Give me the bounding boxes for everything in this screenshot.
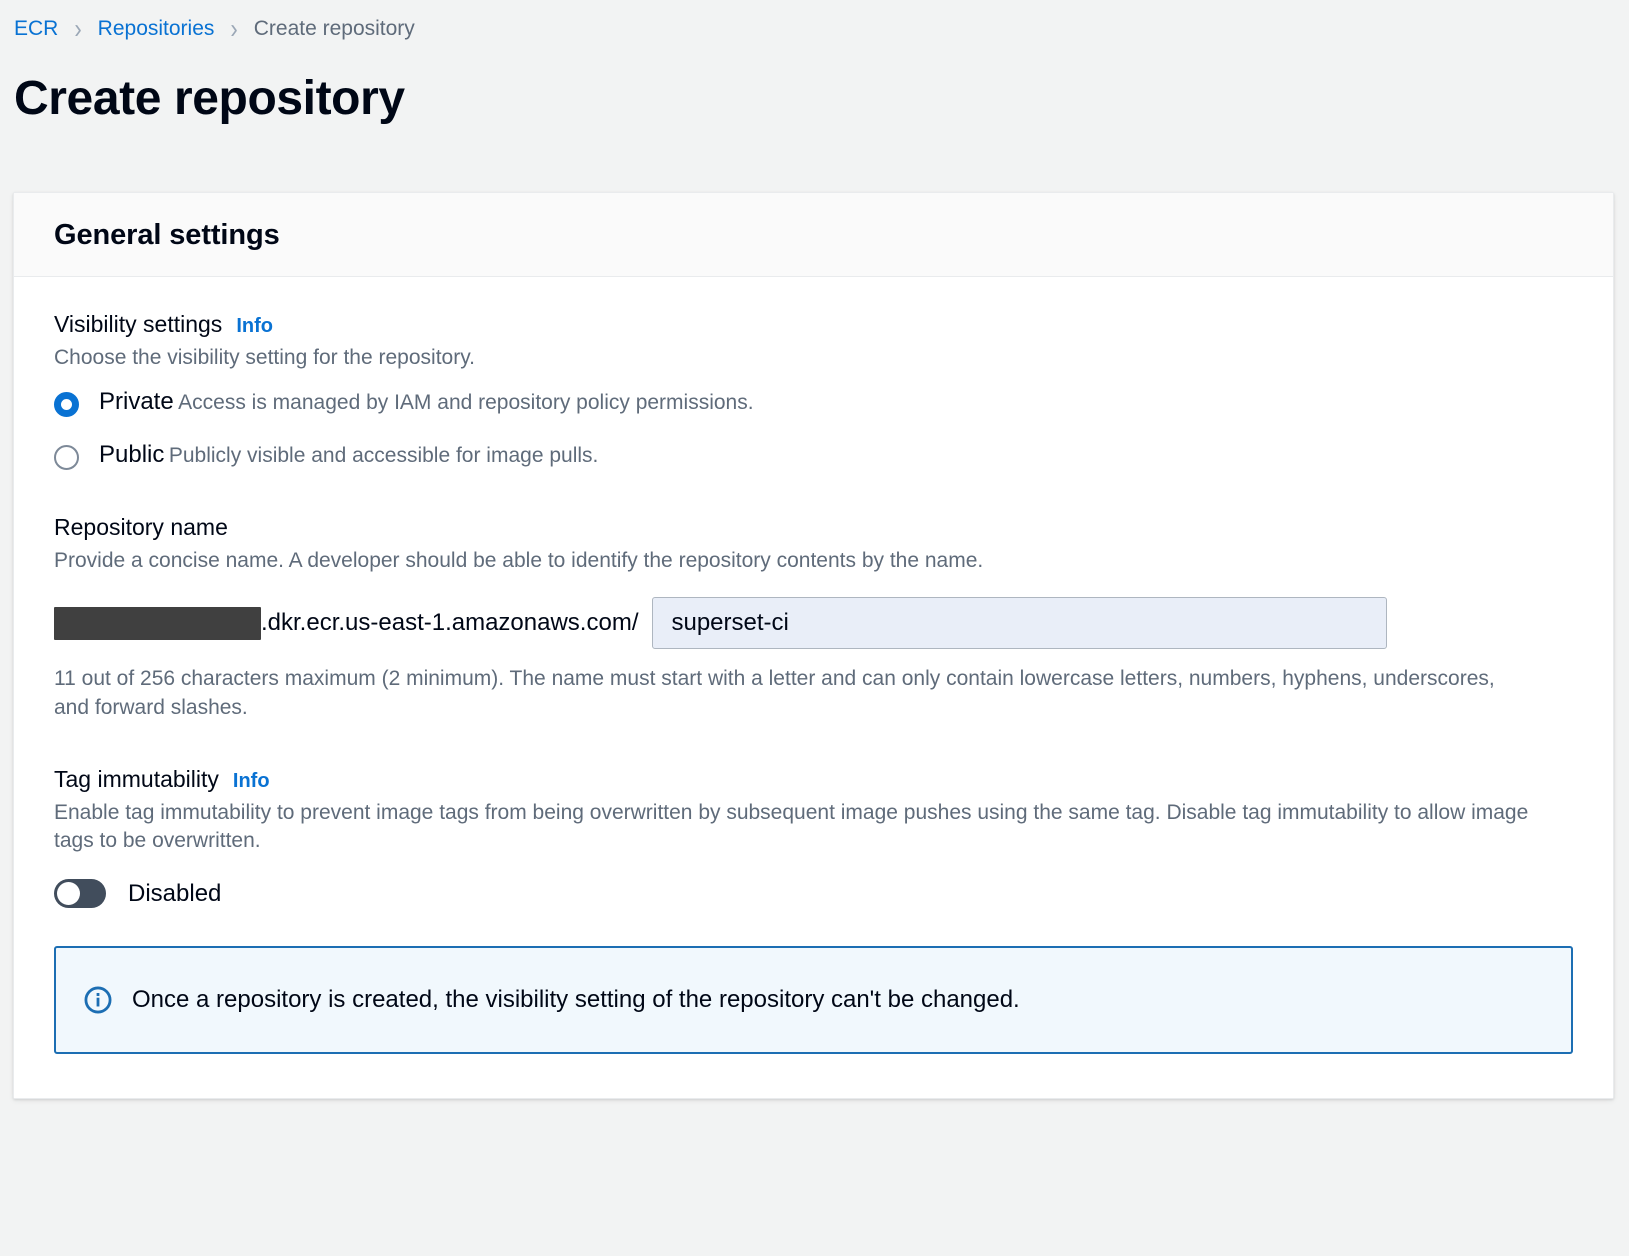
card-header-title: General settings xyxy=(54,219,280,251)
radio-public-description: Publicly visible and accessible for imag… xyxy=(168,444,599,468)
visibility-settings-label-text: Visibility settings xyxy=(54,311,223,337)
visibility-radio-group: Private Access is managed by IAM and rep… xyxy=(54,386,1573,471)
visibility-settings-group: Visibility settings Info Choose the visi… xyxy=(54,311,1573,471)
visibility-info-alert: Once a repository is created, the visibi… xyxy=(54,946,1573,1055)
tag-immutability-toggle[interactable] xyxy=(54,879,106,909)
breadcrumb-separator-icon: › xyxy=(230,12,238,44)
account-id-redacted-block xyxy=(54,606,261,640)
radio-option-public[interactable]: Public Publicly visible and accessible f… xyxy=(54,439,1573,471)
tag-immutability-toggle-label: Disabled xyxy=(128,879,222,907)
breadcrumb: ECR › Repositories › Create repository xyxy=(0,0,1629,44)
repository-name-character-hint: 11 out of 256 characters maximum (2 mini… xyxy=(54,667,1495,719)
tag-immutability-label: Tag immutability Info xyxy=(54,766,1573,793)
visibility-info-link[interactable]: Info xyxy=(236,315,273,337)
general-settings-card: General settings Visibility settings Inf… xyxy=(13,192,1614,1100)
card-body: Visibility settings Info Choose the visi… xyxy=(14,277,1613,1099)
radio-public-label: Public xyxy=(99,441,165,469)
visibility-settings-label: Visibility settings Info xyxy=(54,311,1573,338)
breadcrumb-item-ecr[interactable]: ECR xyxy=(14,17,59,40)
card-header: General settings xyxy=(14,193,1613,277)
repository-name-group: Repository name Provide a concise name. … xyxy=(54,514,1573,722)
repository-name-description: Provide a concise name. A developer shou… xyxy=(54,549,984,573)
radio-option-private[interactable]: Private Access is managed by IAM and rep… xyxy=(54,386,1573,417)
breadcrumb-item-create-repository: Create repository xyxy=(253,17,415,40)
radio-private-indicator[interactable] xyxy=(54,391,79,417)
tag-immutability-toggle-row[interactable]: Disabled xyxy=(54,879,1573,909)
page-title: Create repository xyxy=(14,72,405,125)
radio-private-description: Access is managed by IAM and repository … xyxy=(178,390,754,414)
visibility-info-alert-text: Once a repository is created, the visibi… xyxy=(132,985,1020,1013)
toggle-knob xyxy=(57,882,80,906)
breadcrumb-item-repositories[interactable]: Repositories xyxy=(97,17,215,40)
info-circle-icon xyxy=(84,986,112,1014)
tag-immutability-description: Enable tag immutability to prevent image… xyxy=(54,801,1529,853)
radio-private-label: Private xyxy=(99,387,174,415)
tag-immutability-info-link[interactable]: Info xyxy=(232,770,270,793)
repository-name-input-row: .dkr.ecr.us-east-1.amazonaws.com/ xyxy=(54,597,1573,650)
visibility-settings-description: Choose the visibility setting for the re… xyxy=(54,346,475,369)
repository-name-label: Repository name xyxy=(54,514,1573,541)
radio-public-indicator[interactable] xyxy=(54,445,79,471)
tag-immutability-group: Tag immutability Info Enable tag immutab… xyxy=(54,766,1573,909)
repository-name-input[interactable] xyxy=(652,597,1388,650)
tag-immutability-label-text: Tag immutability xyxy=(54,766,219,793)
repository-name-label-text: Repository name xyxy=(54,514,228,541)
registry-uri-prefix: .dkr.ecr.us-east-1.amazonaws.com/ xyxy=(261,609,639,637)
breadcrumb-separator-icon: › xyxy=(74,12,82,44)
